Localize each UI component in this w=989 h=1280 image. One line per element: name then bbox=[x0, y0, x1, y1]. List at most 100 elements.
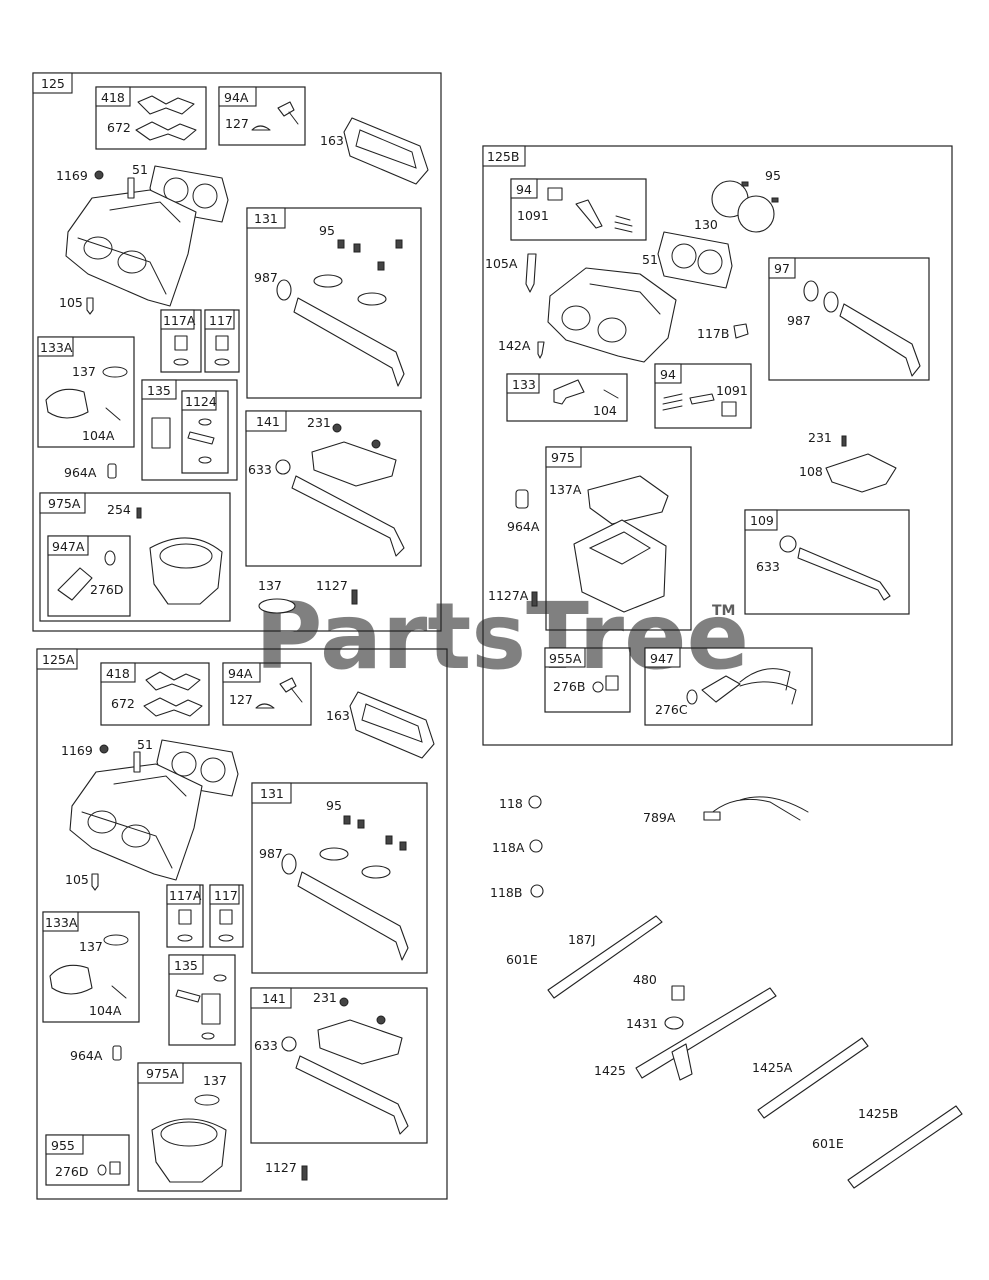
screw-1127-part[interactable] bbox=[351, 589, 358, 605]
jet-142A-part[interactable] bbox=[537, 341, 545, 359]
lever-1124-part[interactable] bbox=[187, 431, 215, 445]
pin-104A[interactable] bbox=[105, 407, 121, 421]
choke-shaft-141[interactable] bbox=[291, 475, 405, 557]
throttle-shaft-131b[interactable] bbox=[297, 871, 409, 961]
screw-95b-a[interactable] bbox=[343, 815, 351, 825]
jet-118A-part[interactable] bbox=[529, 839, 543, 853]
gasket-418-part[interactable] bbox=[137, 95, 195, 115]
screw-231b-a[interactable] bbox=[339, 997, 349, 1007]
screw-95b-c[interactable] bbox=[385, 835, 393, 845]
seal-987-part[interactable] bbox=[276, 279, 292, 301]
tube-1425A-part[interactable] bbox=[757, 1037, 869, 1119]
assembly-125B[interactable]: 125B 94 1091 130 95 51 105A 117B 97 987 bbox=[482, 145, 953, 746]
shaft-97-part[interactable] bbox=[839, 303, 921, 377]
gasket-672b-part[interactable] bbox=[143, 697, 203, 717]
jet-117-part[interactable] bbox=[215, 335, 229, 351]
plate-108-part[interactable] bbox=[825, 453, 897, 493]
jet-117Ab-part[interactable] bbox=[178, 909, 192, 925]
screw-1169-part[interactable] bbox=[94, 170, 104, 180]
jet-105b-part[interactable] bbox=[91, 873, 99, 891]
seal-987c-a[interactable] bbox=[803, 280, 819, 302]
shaft-109-part[interactable] bbox=[797, 547, 891, 601]
needle-94b-part[interactable] bbox=[689, 393, 715, 405]
screw-95-d[interactable] bbox=[395, 239, 403, 249]
screw-95-c[interactable] bbox=[377, 261, 385, 271]
jet-117B-part[interactable] bbox=[733, 323, 749, 339]
jet-118-part[interactable] bbox=[528, 795, 542, 809]
solenoid-947-part[interactable] bbox=[701, 675, 741, 703]
cap-94b-part[interactable] bbox=[721, 401, 737, 417]
screw-95b-d[interactable] bbox=[399, 841, 407, 851]
screw-480-part[interactable] bbox=[671, 985, 685, 1001]
choke-plate-141b[interactable] bbox=[317, 1019, 403, 1065]
screw-1127b-part[interactable] bbox=[301, 1165, 308, 1181]
screw-95c-b[interactable] bbox=[771, 197, 779, 203]
float-133A-part[interactable] bbox=[45, 388, 89, 419]
spring-94-part[interactable] bbox=[614, 215, 633, 233]
jet-105-part[interactable] bbox=[86, 297, 94, 315]
pin-104[interactable] bbox=[603, 389, 619, 399]
jet-117b-part[interactable] bbox=[219, 909, 233, 925]
oring-137-loose[interactable] bbox=[258, 598, 296, 614]
throttle-plate-a[interactable] bbox=[313, 274, 343, 288]
gasket-137A-part[interactable] bbox=[587, 475, 669, 525]
cap-94-part[interactable] bbox=[547, 187, 563, 201]
throttle-shaft-131[interactable] bbox=[293, 297, 405, 387]
carburetor-body-125A[interactable] bbox=[69, 763, 203, 881]
tube-1425B-part[interactable] bbox=[847, 1105, 963, 1189]
seal-633-part[interactable] bbox=[275, 459, 291, 475]
seal-127b-part[interactable] bbox=[255, 703, 275, 709]
sleeve-964A-part[interactable] bbox=[107, 463, 117, 479]
plate-130-b[interactable] bbox=[737, 195, 775, 233]
pin-104Ab[interactable] bbox=[111, 985, 127, 999]
plug-955A-part[interactable] bbox=[605, 675, 619, 691]
float-133Ab-part[interactable] bbox=[49, 964, 93, 995]
jet-105A-part[interactable] bbox=[525, 253, 537, 293]
jet-118B-part[interactable] bbox=[530, 884, 544, 898]
screw-95c-a[interactable] bbox=[741, 181, 749, 187]
screw-231-a[interactable] bbox=[332, 423, 342, 433]
gasket-163-part[interactable] bbox=[343, 117, 429, 185]
screw-95-b[interactable] bbox=[353, 243, 361, 253]
sleeve-964Ac-part[interactable] bbox=[515, 489, 529, 509]
seal-987c-b[interactable] bbox=[823, 291, 839, 313]
washer-1431-part[interactable] bbox=[664, 1016, 684, 1030]
assembly-125[interactable]: 125 418 672 94A 127 163 1169 51 bbox=[32, 72, 442, 632]
valve-135-part[interactable] bbox=[151, 417, 171, 449]
gasket-163b-part[interactable] bbox=[349, 691, 435, 759]
screw-231b-b[interactable] bbox=[376, 1015, 386, 1025]
seal-127-part[interactable] bbox=[251, 125, 271, 131]
screw-231-b[interactable] bbox=[371, 439, 381, 449]
choke-shaft-141b[interactable] bbox=[295, 1055, 409, 1135]
float-bowl-975Ab[interactable] bbox=[151, 1118, 227, 1183]
float-bowl-975[interactable] bbox=[573, 519, 667, 613]
throttle-plate-b[interactable] bbox=[357, 292, 387, 306]
assembly-125A[interactable]: 125A 418 672 94A 127 163 1169 51 105 bbox=[36, 648, 448, 1200]
screw-254-part[interactable] bbox=[136, 507, 142, 519]
screw-95b-b[interactable] bbox=[357, 819, 365, 829]
screw-95-a[interactable] bbox=[337, 239, 345, 249]
plug-955-part[interactable] bbox=[109, 1161, 121, 1175]
tube-1425-part[interactable] bbox=[635, 987, 777, 1079]
seal-987b-part[interactable] bbox=[281, 853, 297, 875]
gasket-418b-part[interactable] bbox=[145, 671, 201, 691]
lever-135b-part[interactable] bbox=[175, 989, 201, 1003]
tube-187J-part[interactable] bbox=[547, 915, 663, 999]
needle-valve-part[interactable] bbox=[277, 101, 295, 117]
seal-633b-part[interactable] bbox=[281, 1036, 297, 1052]
screw-1127A-part[interactable] bbox=[531, 591, 538, 607]
float-133-part[interactable] bbox=[553, 379, 585, 405]
screw-231c-part[interactable] bbox=[841, 435, 847, 447]
needle-valve-b-part[interactable] bbox=[279, 677, 297, 693]
float-bowl-975A[interactable] bbox=[149, 537, 223, 605]
spring-94b-part[interactable] bbox=[662, 393, 683, 411]
jet-117A-part[interactable] bbox=[174, 335, 188, 351]
loose-parts[interactable]: 118 789A 118A 118B 187J 601E 480 1431 14… bbox=[490, 795, 963, 1189]
gasket-672-part[interactable] bbox=[135, 121, 197, 141]
throttle-plate-b-a[interactable] bbox=[319, 847, 349, 861]
valve-135b-part[interactable] bbox=[201, 993, 221, 1025]
solenoid-947A-part[interactable] bbox=[57, 567, 93, 601]
choke-plate-141[interactable] bbox=[311, 441, 397, 487]
carburetor-body-125[interactable] bbox=[65, 189, 197, 307]
throttle-plate-b-b[interactable] bbox=[361, 865, 391, 879]
